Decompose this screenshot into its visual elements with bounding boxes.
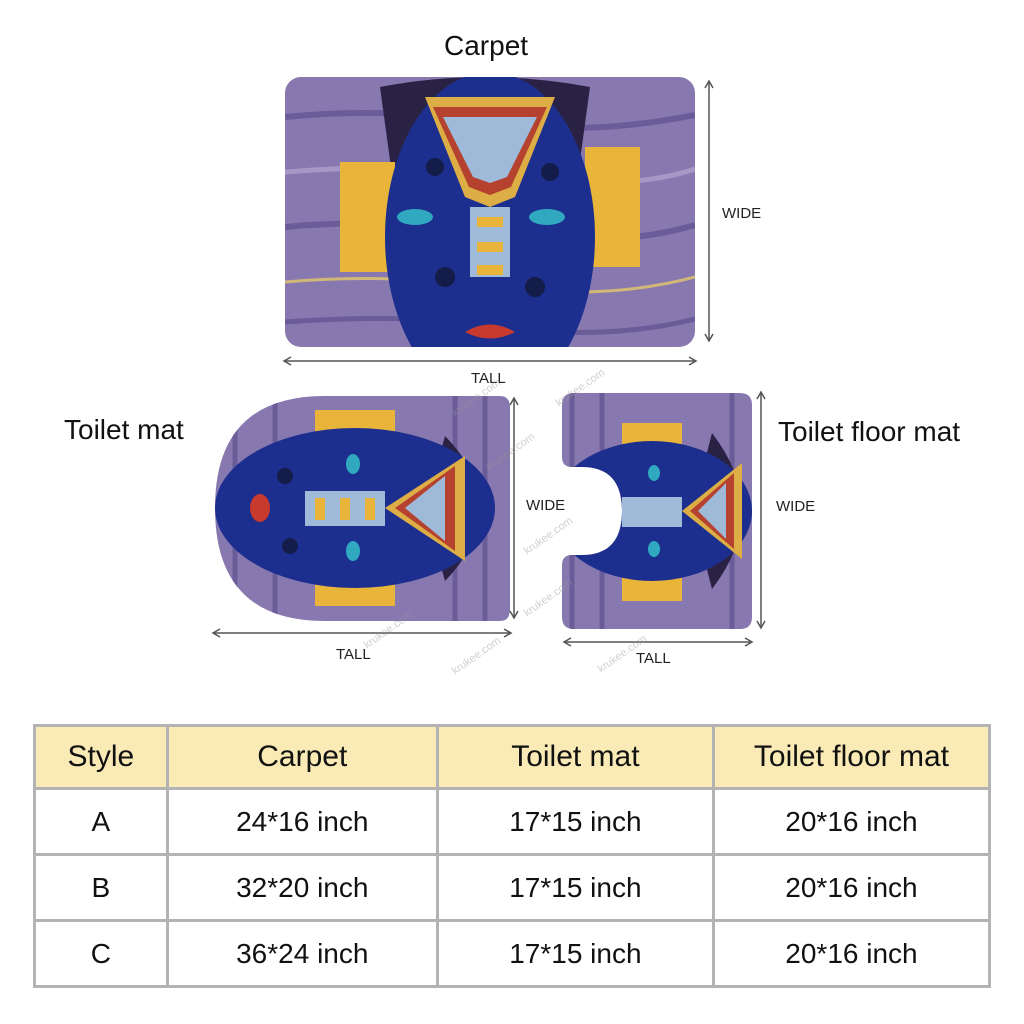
cell-style: B	[33, 853, 169, 922]
toilet-floor-mat-wide-arrow	[756, 390, 766, 630]
cell-carpet-size: 36*24 inch	[165, 919, 439, 988]
carpet-wide-label: WIDE	[722, 205, 762, 222]
toilet-floor-mat-image	[562, 393, 752, 629]
toilet-floor-mat-wide-label: WIDE	[776, 498, 816, 515]
cell-carpet-size: 24*16 inch	[165, 787, 439, 856]
toilet-mat-title: Toilet mat	[64, 414, 184, 445]
size-table: Style Carpet Toilet mat Toilet floor mat…	[33, 724, 992, 988]
toilet-floor-mat-title: Toilet floor mat	[778, 416, 961, 447]
cell-toilet-mat-size: 17*15 inch	[435, 787, 715, 856]
cell-toilet-mat-size: 17*15 inch	[435, 919, 715, 988]
carpet-wide-arrow	[704, 79, 714, 343]
table-row: A 24*16 inch 17*15 inch 20*16 inch	[33, 787, 992, 856]
toilet-floor-mat-tall-label: TALL	[636, 650, 671, 667]
watermark: krukee.com	[449, 634, 504, 678]
table-row: B 32*20 inch 17*15 inch 20*16 inch	[33, 853, 992, 922]
cell-toilet-mat-size: 17*15 inch	[435, 853, 715, 922]
header-style: Style	[33, 724, 169, 790]
cell-toilet-floor-mat-size: 20*16 inch	[711, 919, 992, 988]
toilet-floor-mat-tall-arrow	[562, 637, 754, 647]
toilet-mat-wide-label: WIDE	[526, 497, 566, 514]
header-carpet: Carpet	[165, 724, 439, 790]
header-toilet-floor-mat: Toilet floor mat	[711, 724, 992, 790]
carpet-tall-label: TALL	[471, 370, 506, 387]
cell-style: C	[33, 919, 169, 988]
cell-style: A	[33, 787, 169, 856]
toilet-mat-image	[215, 396, 510, 621]
table-row: C 36*24 inch 17*15 inch 20*16 inch	[33, 919, 992, 988]
cell-toilet-floor-mat-size: 20*16 inch	[711, 787, 992, 856]
carpet-title: Carpet	[444, 30, 529, 61]
carpet-tall-arrow	[282, 356, 698, 366]
cell-carpet-size: 32*20 inch	[165, 853, 439, 922]
cell-toilet-floor-mat-size: 20*16 inch	[711, 853, 992, 922]
header-toilet-mat: Toilet mat	[435, 724, 715, 790]
table-header-row: Style Carpet Toilet mat Toilet floor mat	[33, 724, 992, 790]
toilet-mat-tall-label: TALL	[336, 646, 371, 663]
toilet-mat-wide-arrow	[509, 396, 519, 620]
carpet-image	[285, 77, 695, 347]
toilet-mat-tall-arrow	[211, 628, 513, 638]
